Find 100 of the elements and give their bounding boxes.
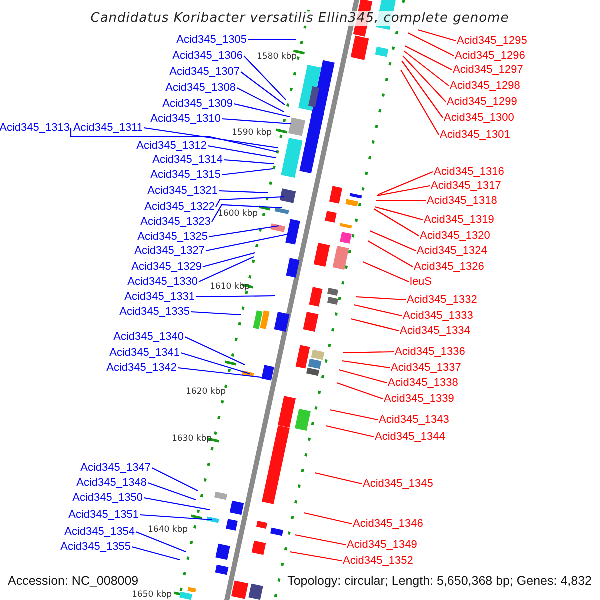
gene-label: Acid345_1352 — [343, 554, 414, 568]
gene-label: Acid345_1322 — [144, 200, 215, 214]
leader-line — [224, 159, 274, 165]
leader-line — [354, 304, 402, 317]
scale-label: 1580 kbp — [257, 52, 298, 62]
gene-label: Acid345_1335 — [120, 305, 190, 319]
leader-line — [222, 168, 274, 176]
gene-label: Acid345_1312 — [136, 139, 207, 153]
leader-line — [294, 534, 346, 546]
gene-label: Acid345_1313 — [0, 121, 70, 135]
gene-label: Acid345_1307 — [170, 65, 240, 79]
leader-line — [368, 240, 414, 268]
leader-line — [418, 29, 456, 42]
gene-label: Acid345_1329 — [132, 260, 202, 274]
leader-line — [362, 262, 410, 282]
leader-line — [342, 351, 394, 354]
title: Candidatus Koribacter versatilis Ellin345, complete genome — [90, 11, 510, 26]
gene-label: Acid345_1343 — [379, 413, 450, 427]
gene-label: Acid345_1314 — [152, 153, 223, 167]
gene-label: leuS — [410, 275, 432, 289]
scale-label: 1620 kbp — [186, 387, 226, 397]
gene-label: Acid345_1348 — [76, 476, 147, 490]
gene-label: Acid345_1300 — [444, 111, 514, 125]
gene-label: Acid345_1347 — [80, 461, 151, 475]
leader-line — [240, 72, 286, 106]
leader-line — [208, 145, 276, 159]
leader-line — [206, 233, 290, 252]
leader-line — [236, 88, 284, 112]
scale-label: 1590 kbp — [232, 128, 272, 138]
gene-label: Acid345_1336 — [395, 345, 466, 359]
leader-line — [342, 360, 390, 369]
gene-label: Acid345_1338 — [388, 376, 458, 390]
gene-label: Acid345_1346 — [353, 517, 424, 531]
leader-line — [408, 32, 454, 56]
gene-label: Acid345_1296 — [455, 49, 526, 63]
gene-label: Acid345_1305 — [176, 33, 247, 47]
gene-label: Acid345_1325 — [138, 230, 208, 244]
gene-label: Acid345_1334 — [400, 324, 470, 338]
leader-line — [350, 318, 400, 332]
gene-label: Acid345_1350 — [72, 491, 143, 505]
gene-label: Acid345_1319 — [424, 213, 494, 227]
leader-line — [290, 551, 342, 562]
leader-line — [196, 295, 275, 298]
leader-line — [70, 128, 278, 153]
gene-label: Acid345_1326 — [414, 260, 484, 274]
gene-label: Acid345_1342 — [106, 361, 177, 375]
gene-label: Acid345_1339 — [384, 392, 454, 406]
leader-line — [402, 60, 444, 118]
leader-line — [404, 50, 450, 86]
gene-label: Acid345_1306 — [172, 49, 243, 63]
leader-line — [336, 382, 384, 400]
scale-label: 1600 kbp — [218, 209, 258, 219]
scale-label: 1610 kbp — [210, 282, 250, 292]
leader-line — [314, 472, 362, 485]
gene-label: Acid345_1332 — [407, 293, 478, 307]
leader-line — [212, 204, 282, 222]
leader-line — [190, 311, 242, 316]
gene-label: Acid345_1324 — [417, 244, 488, 258]
leader-line — [222, 118, 292, 125]
gene-label: Acid345_1327 — [134, 244, 205, 258]
gene-label: Acid345_1355 — [60, 540, 131, 554]
leader-line — [374, 208, 420, 236]
gene-label: Acid345_1344 — [375, 430, 446, 444]
leader-line — [136, 531, 186, 553]
gene-label: Acid345_1311 — [73, 121, 143, 135]
gene-label: Acid345_1317 — [431, 179, 502, 193]
gene-label: Acid345_1333 — [403, 309, 474, 323]
leader-line — [208, 225, 280, 238]
gene-label: Acid345_1330 — [128, 275, 198, 289]
leader-line — [234, 103, 290, 118]
leader-line — [330, 409, 378, 421]
leader-line — [198, 256, 254, 282]
leader-line — [218, 190, 268, 194]
gene-label: Acid345_1308 — [166, 81, 236, 95]
gene-label: Acid345_1349 — [347, 538, 418, 552]
leader-line — [304, 512, 352, 525]
leader-line — [132, 546, 180, 561]
leader-line — [140, 514, 212, 521]
leader-line — [180, 352, 250, 375]
gene-label: Acid345_1316 — [434, 165, 504, 179]
leader-line — [152, 468, 198, 492]
gene-label: Acid345_1297 — [453, 63, 524, 77]
leader-line — [248, 39, 296, 41]
leader-line — [338, 369, 388, 384]
leader-line — [404, 46, 452, 70]
leader-line — [400, 70, 440, 136]
scale-label: 1640 kbp — [148, 525, 188, 535]
leader-line — [326, 425, 374, 438]
genome-info-text: Topology: circular; Length: 5,650,368 bp; Genes: 4,832 — [288, 574, 592, 589]
gene-label: Acid345_1315 — [150, 168, 221, 182]
leader-line — [376, 200, 426, 202]
leader-line — [184, 336, 246, 366]
gene-label: Acid345_1295 — [457, 34, 528, 48]
leader-line — [374, 206, 424, 221]
leader-line — [178, 367, 266, 379]
gene-label: Acid345_1337 — [391, 361, 462, 375]
leader-line — [376, 185, 430, 197]
gene-label: Acid345_1331 — [124, 290, 195, 304]
leader-line — [148, 482, 196, 501]
gene-label: Acid345_1318 — [427, 194, 498, 208]
